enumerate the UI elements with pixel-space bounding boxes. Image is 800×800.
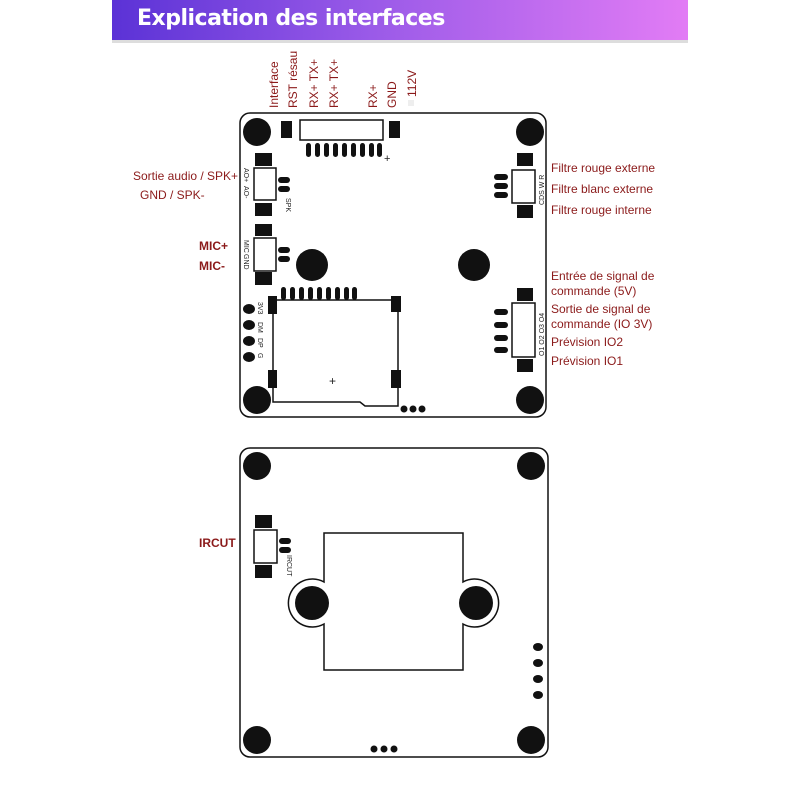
pads: [255, 121, 533, 578]
right-labels: Filtre rouge externe Filtre blanc extern…: [551, 161, 655, 368]
label-rx-tx-1: RX+ TX+: [307, 59, 321, 108]
label-cmd-in: Entrée de signal de: [551, 269, 655, 283]
filter-connector: [511, 169, 536, 204]
page-title: Explication des interfaces: [137, 6, 445, 31]
silk-cds: CDS W R: [539, 175, 546, 205]
silk-ao-minus: AO-: [242, 186, 249, 199]
spk-connector: [253, 167, 277, 201]
silk-ircut: IRCUT: [285, 555, 292, 577]
label-cmd-in-2: commande (5V): [551, 284, 636, 298]
silk-io: O1 O2 O3 O4: [539, 313, 546, 356]
label-gnd: GND: [385, 81, 399, 108]
silk-ao-plus: AO+: [242, 168, 249, 182]
label-filter-red-int: Filtre rouge interne: [551, 203, 652, 217]
silk-spk: SPK: [284, 198, 291, 212]
label-filter-red-ext: Filtre rouge externe: [551, 161, 655, 175]
label-cmd-out-2: commande (IO 3V): [551, 317, 652, 331]
silk-dp: DP: [256, 338, 263, 348]
mount-holes: [243, 118, 545, 754]
bottom-board-outline: [239, 447, 549, 758]
silk-dm: DM: [256, 322, 263, 333]
ircut-connector: [253, 529, 278, 564]
lens-outline: [287, 532, 500, 671]
label-mic-plus: MIC+: [199, 239, 228, 253]
plus-marker: +: [329, 374, 336, 388]
label-spk-plus: Sortie audio / SPK+: [133, 169, 238, 183]
silk-gnd: GND: [242, 254, 249, 270]
mic-connector: [253, 237, 277, 272]
label-io1: Prévision IO1: [551, 354, 623, 368]
label-112v: 112V: [405, 70, 419, 97]
silk-mic: MIC: [242, 240, 249, 253]
label-rst: RST résau: [286, 51, 300, 108]
label-rx-tx-2: RX+ TX+: [327, 59, 341, 108]
silk-g: G: [256, 353, 263, 358]
title-banner: Explication des interfaces: [112, 0, 688, 43]
label-cmd-out: Sortie de signal de: [551, 302, 651, 316]
main-connector: [299, 119, 384, 141]
silk-3v3: 3V3: [256, 302, 263, 315]
top-board-outline: [239, 112, 547, 418]
label-spk-minus: GND / SPK-: [140, 188, 205, 202]
sd-card-slot: [272, 296, 399, 407]
io-connector: [511, 302, 536, 358]
top-labels: Interface RST résau RX+ TX+ RX+ TX+ RX+ …: [267, 51, 419, 108]
label-filter-white-ext: Filtre blanc externe: [551, 182, 653, 196]
label-io2: Prévision IO2: [551, 335, 623, 349]
label-ircut: IRCUT: [199, 536, 236, 550]
label-rx: RX+: [366, 84, 380, 108]
label-interface: Interface: [267, 61, 281, 108]
label-mic-minus: MIC-: [199, 259, 225, 273]
plus-marker: +: [384, 153, 390, 165]
pins: [243, 143, 543, 753]
